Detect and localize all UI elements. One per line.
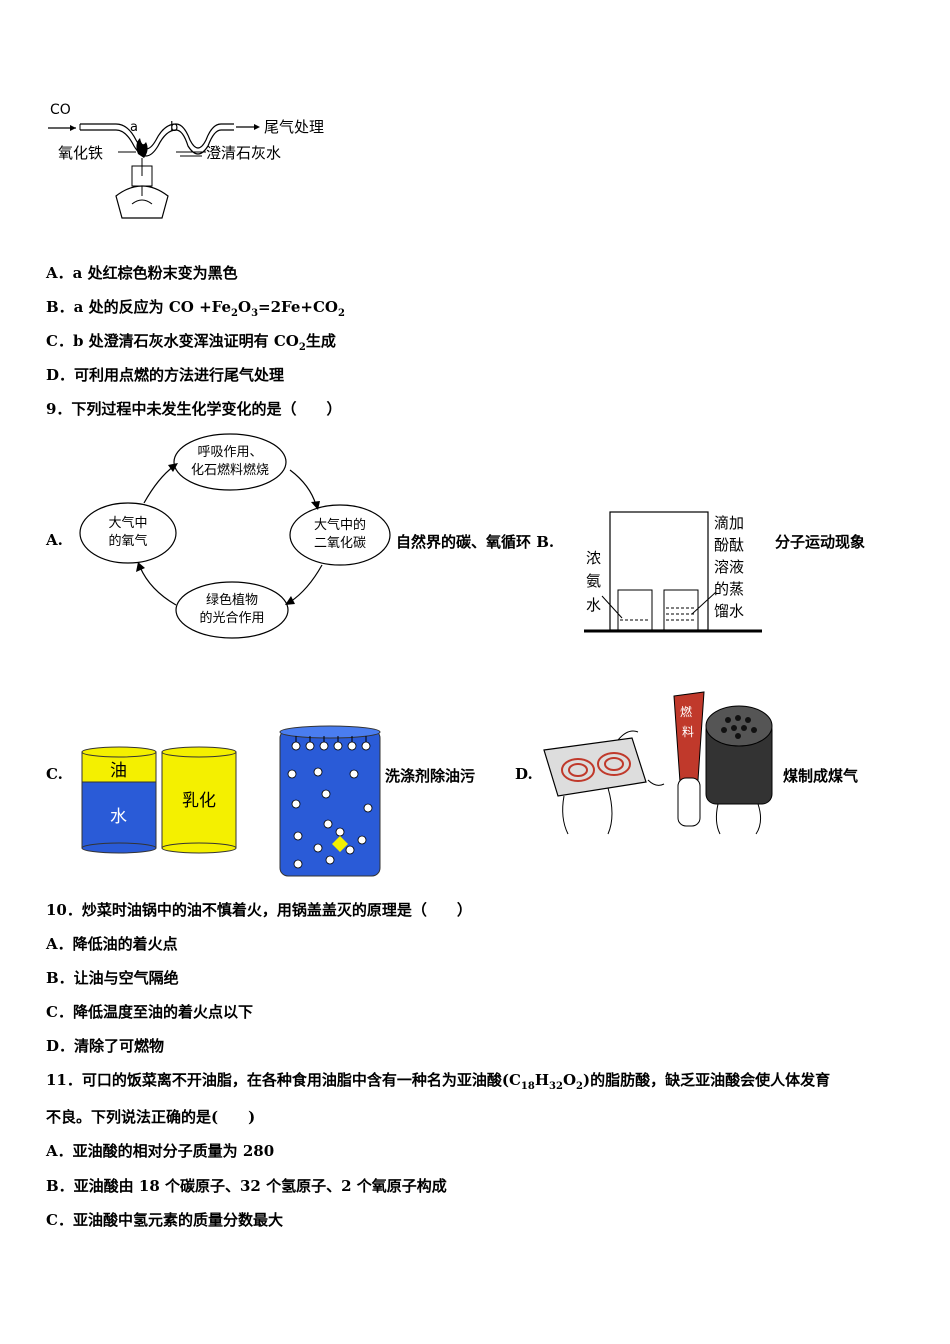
phenol-label-1: 滴加 xyxy=(714,514,744,532)
phenol-label-2: 酚酞 xyxy=(714,536,744,554)
q9-a-label: A. xyxy=(46,531,63,549)
q9-d-label: D. xyxy=(515,765,533,783)
oil-label: 油 xyxy=(110,761,127,781)
q10-option-c: C．降低温度至油的着火点以下 xyxy=(46,1003,253,1021)
coal-gas-illustration: 燃 料 xyxy=(543,691,773,835)
q11-option-b: B．亚油酸由 18 个碳原子、32 个氢原子、2 个氧原子构成 xyxy=(46,1177,447,1195)
ammonia-label-2: 氨 xyxy=(586,572,601,590)
phenol-label-5: 馏水 xyxy=(714,602,744,620)
molecular-motion-setup: 浓 氨 水 滴加 酚酞 溶液 的蒸 馏水 xyxy=(584,511,762,633)
q9-b-caption: 分子运动现象 xyxy=(775,533,866,551)
q10-option-b: B．让油与空气隔绝 xyxy=(46,969,179,987)
cycle-bottom-line2: 的光合作用 xyxy=(199,610,264,626)
fuel-label-2: 料 xyxy=(682,725,694,739)
fuel-label-1: 燃 xyxy=(680,704,692,719)
q11-option-c: C．亚油酸中氢元素的质量分数最大 xyxy=(46,1211,283,1229)
q11-stem-line2: 不良。下列说法正确的是( ) xyxy=(46,1108,256,1126)
q8-option-a: A．a 处红棕色粉末变为黑色 xyxy=(46,264,238,282)
q8-option-c: C．b 处澄清石灰水变浑浊证明有 CO2生成 xyxy=(46,332,336,353)
q10-option-d: D．清除了可燃物 xyxy=(46,1037,165,1055)
cycle-top-line1: 呼吸作用、 xyxy=(197,445,262,460)
cycle-bottom-line1: 绿色植物 xyxy=(206,592,258,608)
cycle-right-line2: 二氧化碳 xyxy=(314,536,366,551)
q9-c-label: C. xyxy=(46,765,63,783)
co-reduction-apparatus: CO a b 尾气处理 氧化铁 澄清石灰水 xyxy=(48,102,324,219)
q9-d-caption: 煤制成煤气 xyxy=(783,767,859,785)
ammonia-label-3: 水 xyxy=(586,596,601,614)
cycle-left-line2: 的氧气 xyxy=(108,533,147,549)
limewater-label: 澄清石灰水 xyxy=(206,144,281,162)
a-label: a xyxy=(130,120,138,135)
cycle-right-line1: 大气中的 xyxy=(314,517,366,533)
carbon-oxygen-cycle: 呼吸作用、 化石燃料燃烧 大气中 的氧气 大气中的 二氧化碳 绿色植物 的光合作… xyxy=(79,433,391,639)
q8-option-d: D．可利用点燃的方法进行尾气处理 xyxy=(46,366,285,384)
emulsion-illustration: 油 水 乳化 xyxy=(81,725,381,877)
ammonia-label-1: 浓 xyxy=(586,549,601,567)
q11-stem-line1: 11．可口的饭菜离不开油脂，在各种食用油脂中含有一种名为亚油酸(C18H32O2… xyxy=(46,1071,831,1092)
phenol-label-4: 的蒸 xyxy=(714,580,744,598)
cycle-left-line1: 大气中 xyxy=(108,515,147,531)
water-label: 水 xyxy=(110,807,127,827)
q9-stem: 9．下列过程中未发生化学变化的是（ ） xyxy=(46,400,342,418)
q9-c-caption: 洗涤剂除油污 xyxy=(385,767,476,785)
iron-oxide-label: 氧化铁 xyxy=(58,144,103,162)
q10-stem: 10．炒菜时油锅中的油不慎着火，用锅盖盖灭的原理是（ ） xyxy=(46,901,472,919)
emulsion-label: 乳化 xyxy=(182,791,216,811)
phenol-label-3: 溶液 xyxy=(714,558,744,576)
q8-option-b: B．a 处的反应为 CO +Fe2O3=2Fe+CO2 xyxy=(46,298,345,319)
q9-a-caption: 自然界的碳、氧循环 B. xyxy=(396,533,555,551)
exhaust-label: 尾气处理 xyxy=(264,118,324,136)
co-label: CO xyxy=(50,102,71,118)
q11-option-a: A．亚油酸的相对分子质量为 280 xyxy=(46,1142,275,1160)
cycle-top-line2: 化石燃料燃烧 xyxy=(191,462,269,478)
b-label: b xyxy=(170,120,178,135)
q10-option-a: A．降低油的着火点 xyxy=(46,935,178,953)
